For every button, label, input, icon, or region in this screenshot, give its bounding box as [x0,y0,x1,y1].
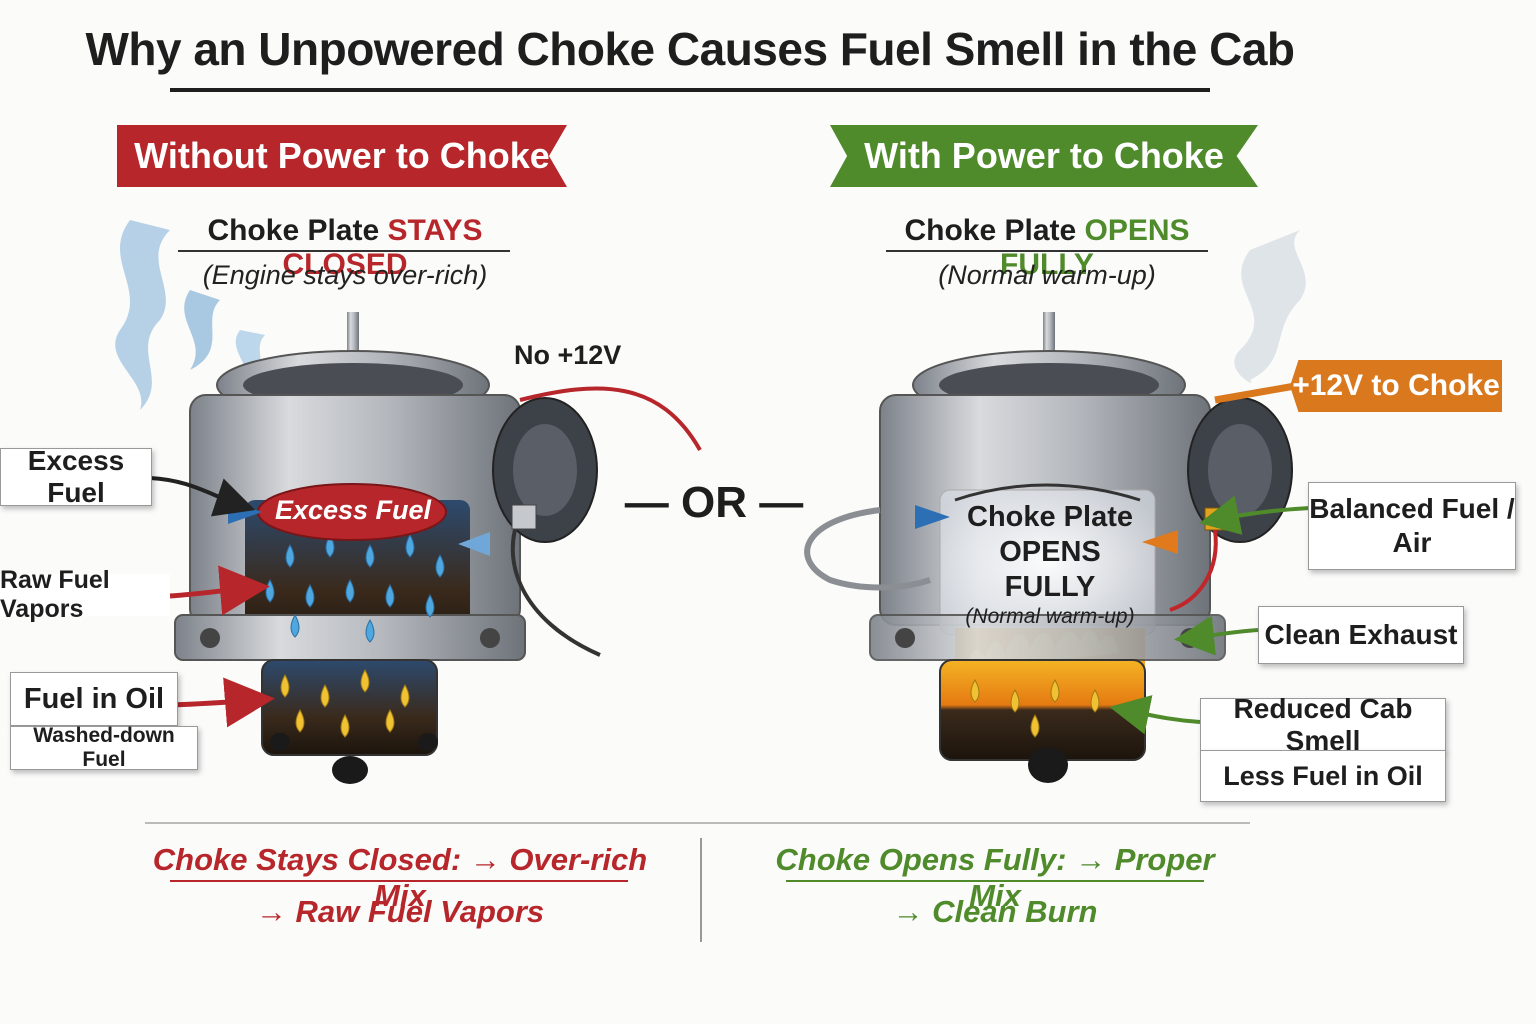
callout-raw-fuel-vapors: Raw Fuel Vapors [0,566,170,623]
or-separator: — OR — [624,478,804,527]
right-carburetor [804,312,1296,783]
left-summary-line1: Choke Stays Closed: → Over-rich Mix [152,842,648,913]
banner-with-power: With Power to Choke [830,125,1258,187]
right-inner-line1: Choke Plate [967,501,1133,533]
right-inner-line3: (Normal warm-up) [965,605,1135,629]
right-inner-label: Choke Plate OPENS FULLY (Normal warm-up) [950,500,1150,630]
left-heading-underline [178,250,510,252]
callout-fuel-in-oil: Fuel in Oil [10,672,178,726]
right-heading-emphasis: OPENS FULLY [1000,214,1190,281]
summary-divider [145,822,1250,824]
right-inner-line2: OPENS FULLY [999,535,1101,603]
right-heading-underline [886,250,1208,252]
left-heading: Choke Plate STAYS CLOSED [150,214,540,282]
right-summary-line1: Choke Opens Fully: → Proper Mix [775,842,1215,913]
right-summary-line2: → Clean Burn [892,894,1098,929]
right-exhaust-plume [1234,230,1306,383]
left-heading-prefix: Choke Plate [207,214,388,247]
left-summary-line2: → Raw Fuel Vapors [255,894,545,929]
callout-balanced-fuel-air: Balanced Fuel / Air [1308,482,1516,570]
page-title: Why an Unpowered Choke Causes Fuel Smell… [85,23,1295,75]
title-underline [170,88,1210,92]
left-summary-underline [170,880,628,882]
callout-excess-fuel: Excess Fuel [0,445,152,508]
banner-without-power: Without Power to Choke [117,125,567,187]
right-heading: Choke Plate OPENS FULLY [862,214,1232,282]
power-tag: +12V to Choke [1290,360,1502,412]
left-excess-fuel-label: Excess Fuel [274,495,432,525]
callout-clean-exhaust: Clean Exhaust [1258,606,1464,664]
callout-reduced-cab-smell: Reduced Cab Smell [1200,693,1446,756]
left-subheading: (Engine stays over-rich) [202,260,488,290]
left-carburetor [174,312,702,784]
callout-less-fuel-in-oil: Less Fuel in Oil [1200,750,1446,802]
right-summary-underline [786,880,1204,882]
callout-washed-down-fuel: Washed-down Fuel [10,724,198,771]
left-heading-emphasis: STAYS CLOSED [282,214,483,281]
right-subheading: (Normal warm-up) [938,260,1156,290]
summary-vertical-divider [700,838,702,942]
no-12v-label: No +12V [514,340,622,370]
right-heading-prefix: Choke Plate [904,214,1085,247]
